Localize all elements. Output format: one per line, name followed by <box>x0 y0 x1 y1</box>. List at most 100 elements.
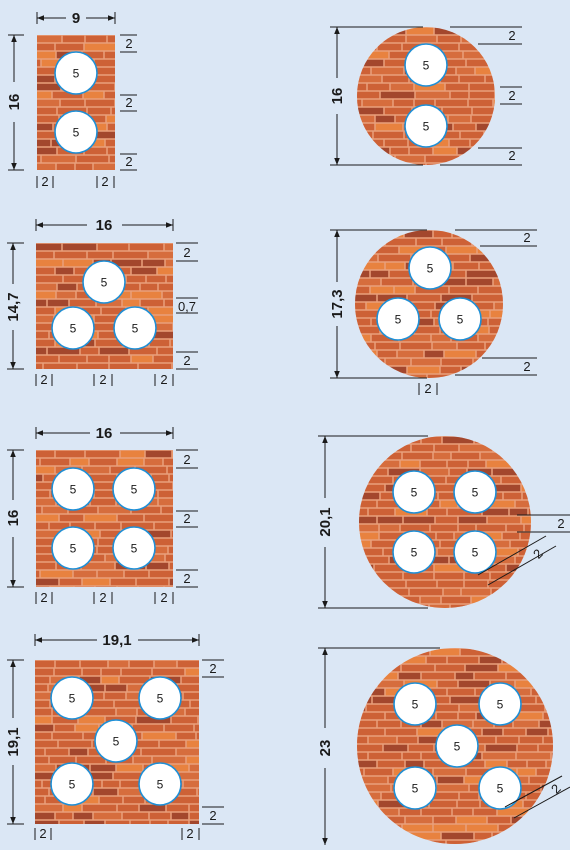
brick <box>149 812 171 820</box>
brick <box>37 51 56 59</box>
brick <box>95 522 121 530</box>
brick <box>36 530 67 538</box>
brick <box>109 363 138 369</box>
brick <box>37 83 61 91</box>
brick <box>104 692 126 700</box>
brick <box>518 468 531 476</box>
brick <box>442 107 472 115</box>
brick <box>82 668 101 676</box>
brick <box>394 596 420 604</box>
brick <box>478 286 503 294</box>
brick <box>437 548 468 556</box>
brick <box>36 514 59 522</box>
brick <box>357 27 373 35</box>
brick <box>158 498 173 506</box>
brick <box>176 732 196 740</box>
brick <box>393 444 411 452</box>
brick <box>377 43 402 51</box>
hole-diameter-label: 5 <box>70 542 77 556</box>
brick <box>359 476 365 484</box>
brick <box>47 347 80 355</box>
brick <box>355 286 370 294</box>
brick <box>377 760 405 768</box>
brick <box>366 302 384 310</box>
brick <box>474 672 506 680</box>
brick <box>368 736 397 744</box>
brick <box>433 768 466 776</box>
brick <box>189 812 199 820</box>
brick <box>357 784 362 792</box>
gap-label: 2 <box>40 372 47 387</box>
brick <box>107 147 115 155</box>
brick <box>359 564 374 572</box>
brick <box>429 688 447 696</box>
brick-block <box>36 243 173 369</box>
brick <box>400 342 432 350</box>
brick <box>365 476 393 484</box>
brick <box>145 450 172 458</box>
brick <box>359 254 378 262</box>
brick <box>357 840 374 844</box>
brick <box>357 35 376 43</box>
brick <box>75 724 99 732</box>
brick <box>398 672 421 680</box>
brick <box>466 278 493 286</box>
brick <box>136 578 169 586</box>
brick <box>411 444 434 452</box>
brick <box>519 596 531 604</box>
brick <box>92 323 117 331</box>
brick <box>357 75 382 83</box>
hole-diameter-label: 5 <box>132 322 139 336</box>
brick <box>189 804 199 812</box>
brick <box>400 524 430 532</box>
brick <box>36 554 56 562</box>
brick <box>171 812 189 820</box>
brick <box>477 246 503 254</box>
brick <box>183 692 199 700</box>
brick <box>375 572 403 580</box>
gap-label: 0,7 <box>178 299 196 314</box>
brick <box>374 840 401 844</box>
brick <box>440 366 461 374</box>
brick <box>59 355 87 363</box>
brick <box>74 586 95 587</box>
brick <box>494 366 503 374</box>
brick <box>93 812 122 820</box>
brick <box>427 374 456 378</box>
brick <box>445 83 469 91</box>
brick <box>432 696 450 704</box>
gap-label: 2 <box>41 174 48 189</box>
brick <box>373 27 406 35</box>
brick <box>479 840 499 844</box>
brick <box>102 780 120 788</box>
brick <box>36 251 54 259</box>
brick <box>357 776 388 784</box>
brick <box>535 816 553 824</box>
brick <box>37 67 66 75</box>
brick <box>116 708 137 716</box>
brick <box>144 530 171 538</box>
brick <box>36 522 49 530</box>
brick <box>172 700 190 708</box>
brick <box>388 436 421 444</box>
brick <box>498 824 520 832</box>
brick <box>526 728 548 736</box>
brick <box>406 35 437 43</box>
brick <box>548 648 553 656</box>
hole-diameter-label: 5 <box>113 735 120 749</box>
brick <box>355 326 380 334</box>
brick <box>37 75 55 83</box>
brick <box>515 500 531 508</box>
brick <box>37 163 56 170</box>
brick <box>409 302 435 310</box>
brick <box>496 736 519 744</box>
brick <box>474 832 492 840</box>
brick <box>168 796 199 804</box>
brick <box>95 131 115 139</box>
brick <box>355 358 385 366</box>
brick <box>359 540 371 548</box>
brick <box>521 572 531 580</box>
gap-label: 2 <box>508 28 515 43</box>
hole-diameter-label: 5 <box>70 322 77 336</box>
cable-hole <box>478 682 522 726</box>
